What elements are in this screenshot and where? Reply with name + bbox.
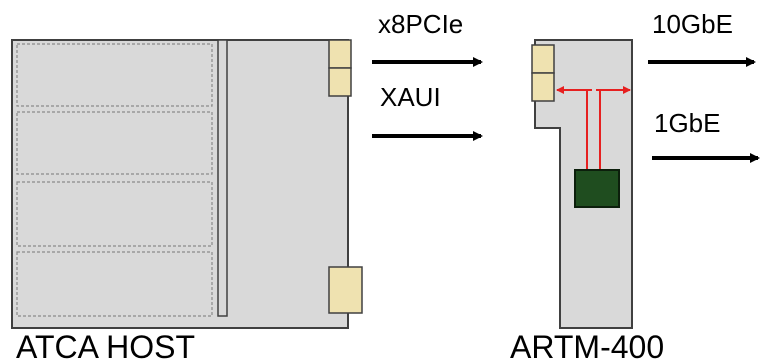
ic-chip-icon	[574, 169, 620, 208]
artm-400-label: ARTM-400	[510, 329, 664, 360]
1gbe-label: 1GbE	[654, 108, 721, 138]
host-slot-2	[16, 111, 213, 175]
host-slot-3	[16, 181, 213, 247]
artm-connector-1	[531, 44, 555, 74]
host-backplane-bar	[217, 39, 228, 317]
artm-connector-2	[531, 72, 555, 102]
pcie-label: x8PCIe	[378, 9, 463, 39]
host-connector-bottom	[328, 266, 363, 314]
host-connector-top-1	[328, 39, 352, 69]
host-slot-1	[16, 43, 213, 107]
10gbe-label: 10GbE	[652, 9, 733, 39]
host-slot-4	[16, 251, 213, 317]
xaui-label: XAUI	[380, 82, 441, 112]
atca-host-label: ATCA HOST	[16, 329, 195, 360]
host-connector-top-2	[328, 67, 352, 97]
atca-host-board	[11, 39, 363, 329]
artm-400-board	[531, 39, 633, 329]
